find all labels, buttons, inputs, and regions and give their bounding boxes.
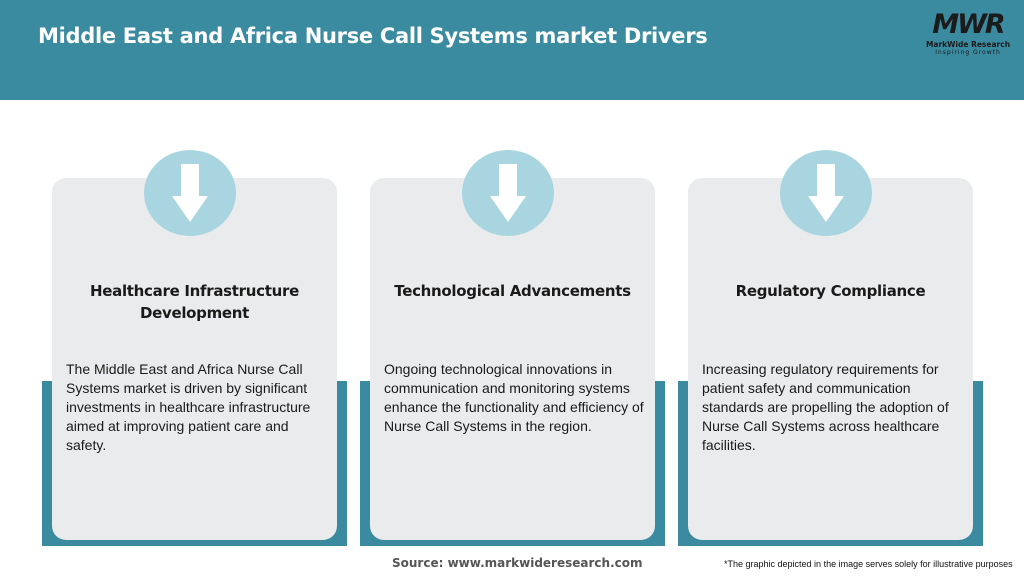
icon-circle [780,150,872,236]
company-logo: MWR MarkWide Research Inspiring Growth [920,10,1016,60]
icon-circle [462,150,554,236]
logo-tagline: Inspiring Growth [935,49,1001,56]
disclaimer-note: *The graphic depicted in the image serve… [724,559,1013,569]
down-arrow-icon [808,164,844,222]
logo-mark: MWR [932,9,1005,40]
card-description: Ongoing technological innovations in com… [384,361,644,434]
card-body: Technological Advancements Ongoing techn… [370,178,655,540]
driver-card: Regulatory Compliance Increasing regulat… [678,150,993,550]
down-arrow-icon [490,164,526,222]
card-description: Increasing regulatory requirements for p… [702,361,949,453]
card-title: Healthcare Infrastructure Development [90,282,299,322]
icon-circle [144,150,236,236]
card-body: Healthcare Infrastructure Development Th… [52,178,337,540]
page-title: Middle East and Africa Nurse Call System… [38,24,708,48]
source-credit: Source: www.markwideresearch.com [392,556,643,570]
driver-card: Healthcare Infrastructure Development Th… [42,150,357,550]
driver-card: Technological Advancements Ongoing techn… [360,150,675,550]
card-title: Technological Advancements [394,282,631,300]
down-arrow-icon [172,164,208,222]
card-title: Regulatory Compliance [735,282,926,300]
logo-name: MarkWide Research [925,40,1011,49]
header-banner: Middle East and Africa Nurse Call System… [0,0,1024,100]
card-body: Regulatory Compliance Increasing regulat… [688,178,973,540]
card-description: The Middle East and Africa Nurse Call Sy… [66,361,311,453]
